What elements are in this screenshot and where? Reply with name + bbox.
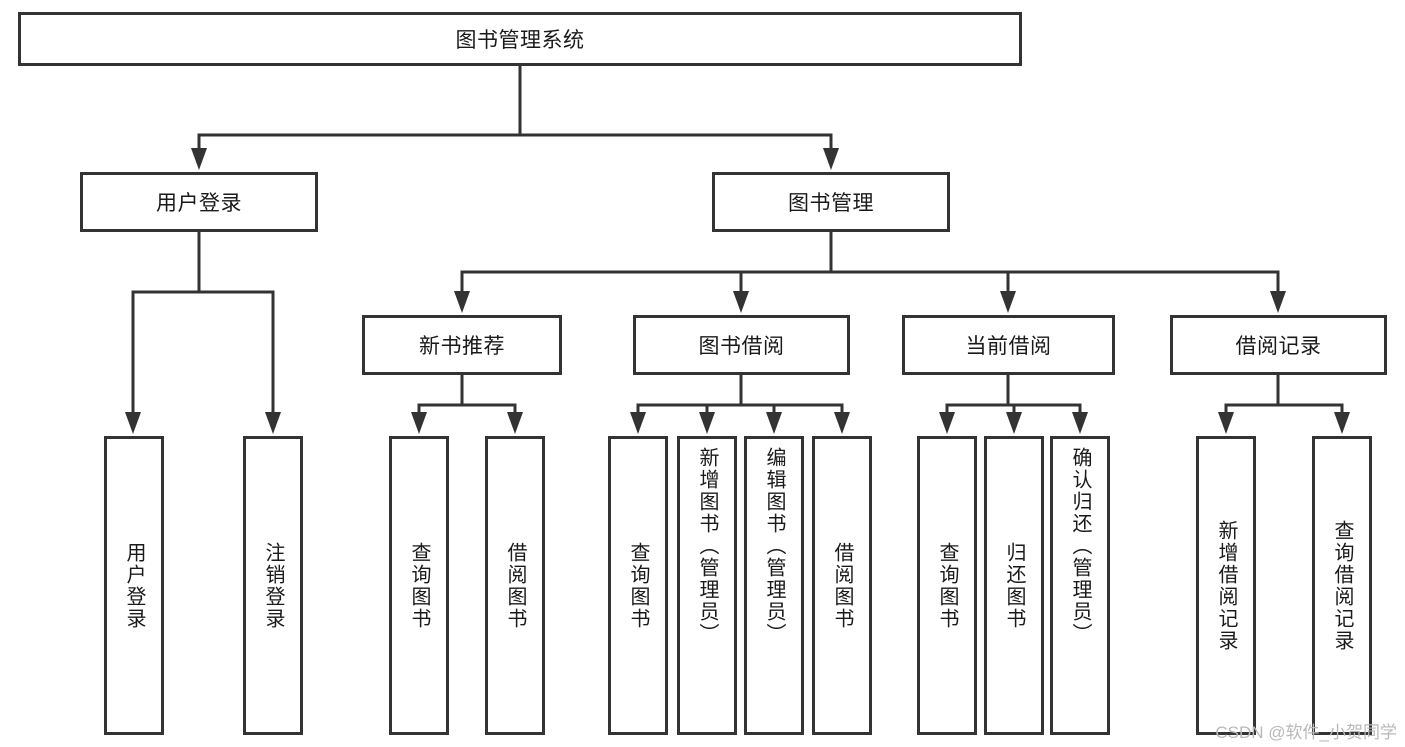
node-leaves-2[interactable]: 查询图书 (389, 436, 449, 735)
arrowhead-icon (1270, 291, 1286, 313)
arrowhead-icon (1334, 412, 1350, 434)
arrowhead-icon (630, 412, 646, 434)
arrowhead-icon (823, 148, 839, 170)
node-label: 注销登录 (262, 541, 284, 630)
node-level2-0[interactable]: 新书推荐 (362, 315, 562, 375)
node-level1-0[interactable]: 用户登录 (80, 172, 318, 232)
node-label: 编辑图书（管理员） (763, 447, 785, 645)
node-leaves-0[interactable]: 用户登录 (104, 436, 164, 735)
node-label: 新增借阅记录 (1215, 519, 1237, 652)
arrowhead-icon (834, 412, 850, 434)
arrowhead-icon (733, 291, 749, 313)
node-leaves-7[interactable]: 借阅图书 (812, 436, 872, 735)
node-leaves-5[interactable]: 新增图书（管理员） (677, 436, 737, 735)
node-level1-1[interactable]: 图书管理 (712, 172, 950, 232)
arrowhead-icon (125, 412, 141, 434)
node-leaves-9[interactable]: 归还图书 (984, 436, 1044, 735)
arrowhead-icon (1218, 412, 1234, 434)
node-leaves-3[interactable]: 借阅图书 (485, 436, 545, 735)
arrowhead-icon (1006, 412, 1022, 434)
arrowhead-icon (1072, 412, 1088, 434)
node-label: 图书管理系统 (455, 29, 585, 52)
node-label: 用户登录 (156, 192, 242, 215)
arrowhead-icon (265, 412, 281, 434)
arrowhead-icon (411, 412, 427, 434)
node-label: 查询图书 (627, 541, 649, 630)
node-level2-1[interactable]: 图书借阅 (633, 315, 850, 375)
watermark-text: CSDN @软件_小贺同学 (1215, 723, 1397, 742)
node-label: 新书推荐 (419, 335, 505, 358)
arrowhead-icon (939, 412, 955, 434)
node-leaves-4[interactable]: 查询图书 (608, 436, 668, 735)
node-label: 图书管理 (788, 192, 874, 215)
node-label: 借阅记录 (1235, 335, 1322, 358)
node-label: 借阅图书 (831, 541, 853, 630)
node-leaves-8[interactable]: 查询图书 (917, 436, 977, 735)
node-label: 新增图书（管理员） (696, 447, 718, 645)
node-leaves-12[interactable]: 查询借阅记录 (1312, 436, 1372, 735)
node-level2-2[interactable]: 当前借阅 (902, 315, 1115, 375)
arrowhead-icon (191, 148, 207, 170)
node-label: 当前借阅 (965, 335, 1052, 358)
node-leaves-1[interactable]: 注销登录 (243, 436, 303, 735)
node-label: 图书借阅 (698, 335, 785, 358)
node-leaves-10[interactable]: 确认归还（管理员） (1050, 436, 1110, 735)
node-level2-3[interactable]: 借阅记录 (1170, 315, 1387, 375)
arrowhead-icon (1000, 291, 1016, 313)
node-root-null[interactable]: 图书管理系统 (18, 12, 1022, 66)
arrowhead-icon (507, 412, 523, 434)
arrowhead-icon (454, 291, 470, 313)
node-label: 借阅图书 (504, 541, 526, 630)
node-label: 确认归还（管理员） (1069, 447, 1091, 645)
node-label: 用户登录 (123, 541, 145, 630)
arrowhead-icon (699, 412, 715, 434)
node-label: 查询图书 (408, 541, 430, 630)
arrowhead-icon (766, 412, 782, 434)
node-leaves-6[interactable]: 编辑图书（管理员） (744, 436, 804, 735)
node-label: 查询图书 (936, 541, 958, 630)
node-leaves-11[interactable]: 新增借阅记录 (1196, 436, 1256, 735)
node-label: 归还图书 (1003, 541, 1025, 630)
node-label: 查询借阅记录 (1331, 519, 1353, 652)
